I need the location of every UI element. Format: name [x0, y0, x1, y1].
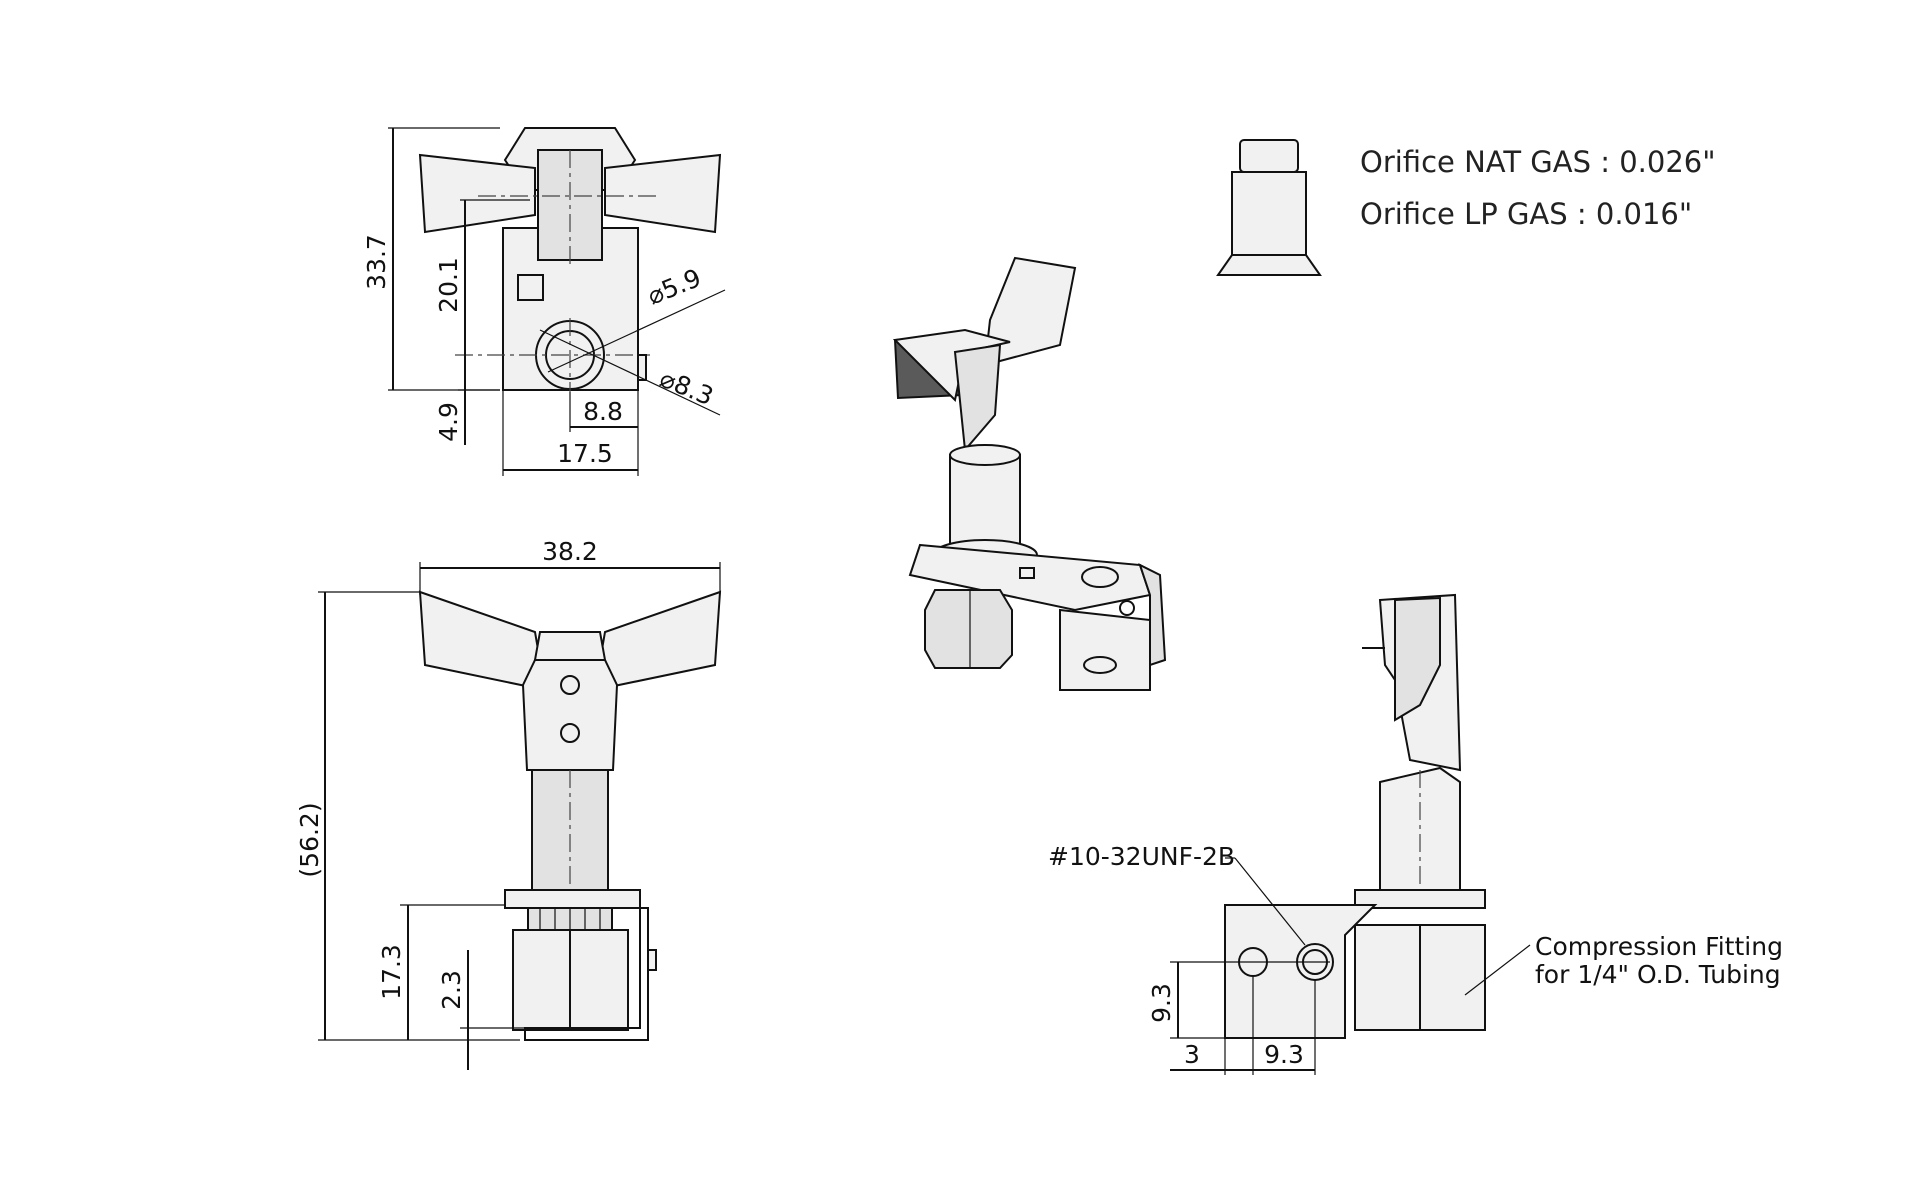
dim-2-3: 2.3: [437, 970, 466, 1010]
dim-4-9: 4.9: [434, 402, 463, 442]
dim-side-9-3-horizontal: 9.3: [1264, 1040, 1304, 1069]
fitting-callout-line2: for 1/4" O.D. Tubing: [1535, 960, 1781, 989]
orifice-nat-gas: Orifice NAT GAS : 0.026": [1360, 145, 1716, 179]
dim-8-8: 8.8: [583, 397, 623, 426]
dim-side-9-3-vertical: 9.3: [1147, 983, 1176, 1023]
side-view: 9.3 3 9.3 #10-32UNF-2B Compression Fitti…: [1048, 593, 1783, 1075]
orifice-lp-gas: Orifice LP GAS : 0.016": [1360, 197, 1692, 231]
isometric-view: [892, 256, 1167, 691]
fitting-callout-line1: Compression Fitting: [1535, 932, 1783, 961]
dim-33-7: 33.7: [362, 234, 391, 290]
thread-callout: #10-32UNF-2B: [1048, 842, 1235, 871]
top-view: 33.7 20.1 4.9 8.8 17.5 ⌀5.9 ⌀8.3: [362, 127, 726, 476]
dim-38-2: 38.2: [542, 537, 598, 566]
front-view: 38.2 (56.2) 17.3 2.3: [295, 537, 722, 1070]
dim-17-5: 17.5: [557, 439, 613, 468]
dim-17-3: 17.3: [377, 944, 406, 1000]
dim-56-2: (56.2): [295, 802, 324, 877]
dim-diameter-8-3: ⌀8.3: [656, 364, 718, 411]
orifice-section: Orifice NAT GAS : 0.026" Orifice LP GAS …: [1216, 139, 1716, 276]
dim-20-1: 20.1: [434, 257, 463, 313]
dim-side-3: 3: [1184, 1040, 1200, 1069]
